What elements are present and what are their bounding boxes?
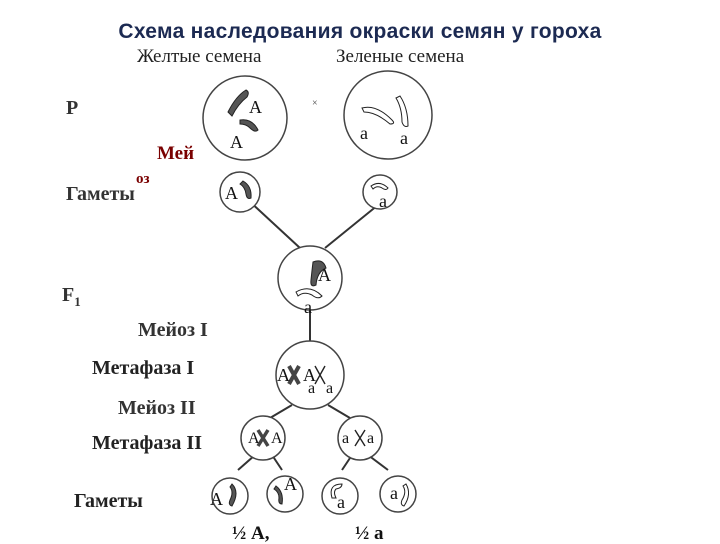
allele-parent-yellow-bottom: А (230, 133, 243, 151)
gametes-label-bottom: Гаметы (74, 491, 143, 511)
allele-m1-recessive-2: а (326, 381, 333, 397)
line-right-gamete-to-f1 (325, 205, 378, 248)
allele-gamete-recessive: а (379, 192, 387, 210)
allele-f1-dominant: А (318, 266, 331, 284)
allele-m2r-recessive-1: а (342, 431, 349, 447)
meioz1-label: Мейоз I (138, 320, 208, 340)
meioz-sup: оз (136, 172, 150, 187)
page-title: Схема наследования окраски семян у горох… (0, 20, 720, 44)
allele-f1-recessive: а (304, 298, 312, 316)
allele-parent-green-left: а (360, 124, 368, 142)
allele-m2l-dominant-1: А (248, 431, 260, 447)
p-label: Р (66, 98, 78, 118)
allele-m1-recessive-1: а (308, 381, 315, 397)
allele-gamete2: А (284, 475, 297, 493)
parent-green-cell (344, 71, 432, 159)
parent-left-label: Желтые семена (137, 47, 261, 66)
meioz2-label: Мейоз II (118, 398, 196, 418)
f1-label: F1 (62, 285, 81, 308)
allele-m2r-recessive-2: а (367, 431, 374, 447)
allele-gamete4: а (390, 484, 398, 502)
allele-gamete1: А (210, 490, 223, 508)
parent-yellow-cell (203, 76, 287, 160)
allele-m2l-dominant-2: А (271, 431, 283, 447)
metaphase1-label: Метафаза I (92, 358, 194, 378)
line-left-gamete-to-f1 (248, 200, 300, 248)
allele-m1-dominant-1: А (277, 366, 290, 384)
gametes-label-top: Гаметы (66, 184, 135, 204)
f1-letter: F (62, 284, 74, 306)
line-m1-to-left (270, 405, 292, 418)
allele-gamete3: а (337, 493, 345, 511)
f1-subscript: 1 (74, 294, 81, 309)
gamete-cell-4 (380, 476, 416, 512)
allele-parent-yellow-top: А (249, 98, 262, 116)
fraction-left: ½ А, (232, 524, 269, 543)
line-m1-to-right (328, 405, 350, 418)
allele-parent-green-right: а (400, 129, 408, 147)
cross-symbol: × (312, 98, 318, 109)
parent-right-label: Зеленые семена (336, 47, 464, 66)
meioz-word: Мей (157, 144, 194, 163)
fraction-right: ½ а (355, 524, 384, 543)
allele-gamete-dominant: А (225, 184, 238, 202)
metaphase2-label: Метафаза II (92, 433, 202, 453)
